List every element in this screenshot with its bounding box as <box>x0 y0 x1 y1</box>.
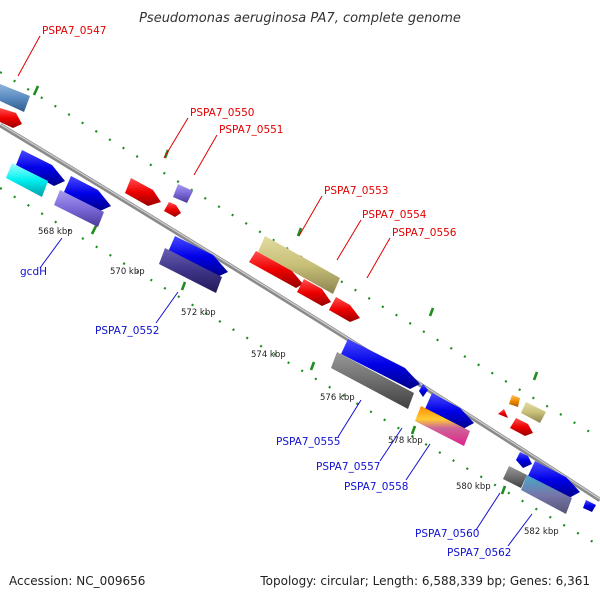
top-gene-labels: PSPA7_0547 PSPA7_0550 PSPA7_0551 PSPA7_0… <box>42 25 457 239</box>
bottom-strand-genes <box>6 150 596 514</box>
gene-blue-578 <box>425 393 474 429</box>
gene-PSPA7_0547-steel <box>0 84 30 112</box>
gene-khaki-small <box>521 402 546 423</box>
gene-PSPA7_0547 <box>0 108 22 128</box>
gene-gcdH-cyan <box>6 163 48 197</box>
map-title: Pseudomonas aeruginosa PA7, complete gen… <box>139 11 461 26</box>
kbp-label: 576 kbp <box>320 393 355 403</box>
inner-dotted-track <box>0 187 600 547</box>
label-gcdH: gcdH <box>20 266 47 278</box>
gene-PSPA7_0556 <box>329 297 360 322</box>
gene-blue-576 <box>341 339 420 389</box>
gene-blue-576-tip <box>419 384 428 397</box>
gene-PSPA7_0562 <box>521 475 572 514</box>
label-PSPA7_0552: PSPA7_0552 <box>95 325 160 337</box>
label-PSPA7_0547: PSPA7_0547 <box>42 25 107 37</box>
gene-blue-568a <box>16 150 65 186</box>
genome-summary-text: Topology: circular; Length: 6,588,339 bp… <box>259 574 590 588</box>
top-callout-lines <box>17 35 391 279</box>
label-PSPA7_0560: PSPA7_0560 <box>415 528 480 540</box>
label-PSPA7_0562: PSPA7_0562 <box>447 547 512 559</box>
kbp-label: 574 kbp <box>251 350 286 360</box>
gene-PSPA7_0557 <box>415 406 470 446</box>
gene-blue-582 <box>583 500 596 512</box>
genome-backbone <box>0 123 600 502</box>
bottom-callout-lines <box>39 237 533 547</box>
kbp-label: 580 kbp <box>456 482 491 492</box>
kbp-label: 582 kbp <box>524 527 559 537</box>
label-PSPA7_0557: PSPA7_0557 <box>316 461 381 473</box>
gene-PSPA7_0555 <box>331 352 414 409</box>
top-strand-genes <box>0 84 546 436</box>
label-PSPA7_0551: PSPA7_0551 <box>219 124 284 136</box>
gene-PSPA7_0551 <box>164 202 181 217</box>
kbp-label: 570 kbp <box>110 267 145 277</box>
gene-blue-572 <box>168 236 228 277</box>
label-PSPA7_0556: PSPA7_0556 <box>392 227 457 239</box>
gene-red-small-b <box>510 418 533 436</box>
kbp-label: 568 kbp <box>38 227 73 237</box>
track-tick-marks <box>32 85 539 495</box>
kbp-labels: 568 kbp 570 kbp 572 kbp 574 kbp 576 kbp … <box>38 227 559 537</box>
bottom-gene-labels: gcdH PSPA7_0552 PSPA7_0555 PSPA7_0557 PS… <box>20 266 512 559</box>
label-PSPA7_0554: PSPA7_0554 <box>362 209 427 221</box>
gene-blue-568b <box>64 176 111 211</box>
gene-PSPA7_0552 <box>159 248 222 293</box>
gene-PSPA7_0554b <box>297 279 331 306</box>
kbp-label: 572 kbp <box>181 308 216 318</box>
gene-PSPA7_0560 <box>503 466 527 488</box>
gene-blue-580b <box>528 461 580 498</box>
label-PSPA7_0553: PSPA7_0553 <box>324 185 389 197</box>
gene-PSPA7_0554 <box>249 251 303 288</box>
label-PSPA7_0558: PSPA7_0558 <box>344 481 409 493</box>
gene-red-small-a <box>498 409 508 418</box>
gene-orange-small <box>509 395 520 407</box>
outer-dotted-track <box>0 71 600 439</box>
gene-PSPA7_0551-violet <box>173 184 193 203</box>
gene-PSPA7_0553 <box>258 236 340 294</box>
accession-text: Accession: NC_009656 <box>9 574 145 588</box>
gene-blue-580a <box>516 452 532 468</box>
gene-gcdH <box>54 190 104 227</box>
label-PSPA7_0550: PSPA7_0550 <box>190 107 255 119</box>
label-PSPA7_0555: PSPA7_0555 <box>276 436 341 448</box>
kbp-label: 578 kbp <box>388 436 423 446</box>
gene-PSPA7_0550 <box>125 178 161 206</box>
